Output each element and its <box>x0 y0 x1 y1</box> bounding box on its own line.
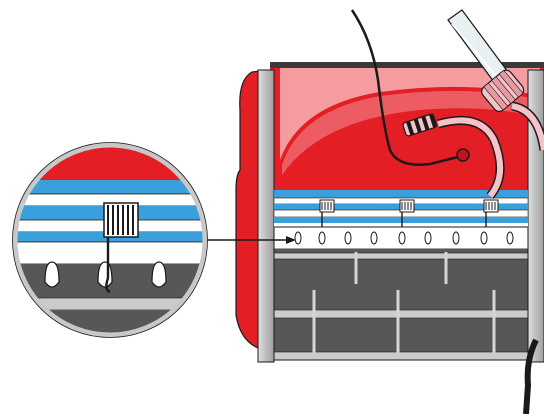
chamber-floor <box>274 352 528 360</box>
chamber-rail-lower <box>274 310 528 318</box>
cable-end-cap <box>457 149 469 161</box>
side-frame-left <box>258 70 274 362</box>
chamber-rail-upper <box>274 253 528 259</box>
magnifier-callout <box>10 140 210 340</box>
chamber <box>274 227 528 360</box>
